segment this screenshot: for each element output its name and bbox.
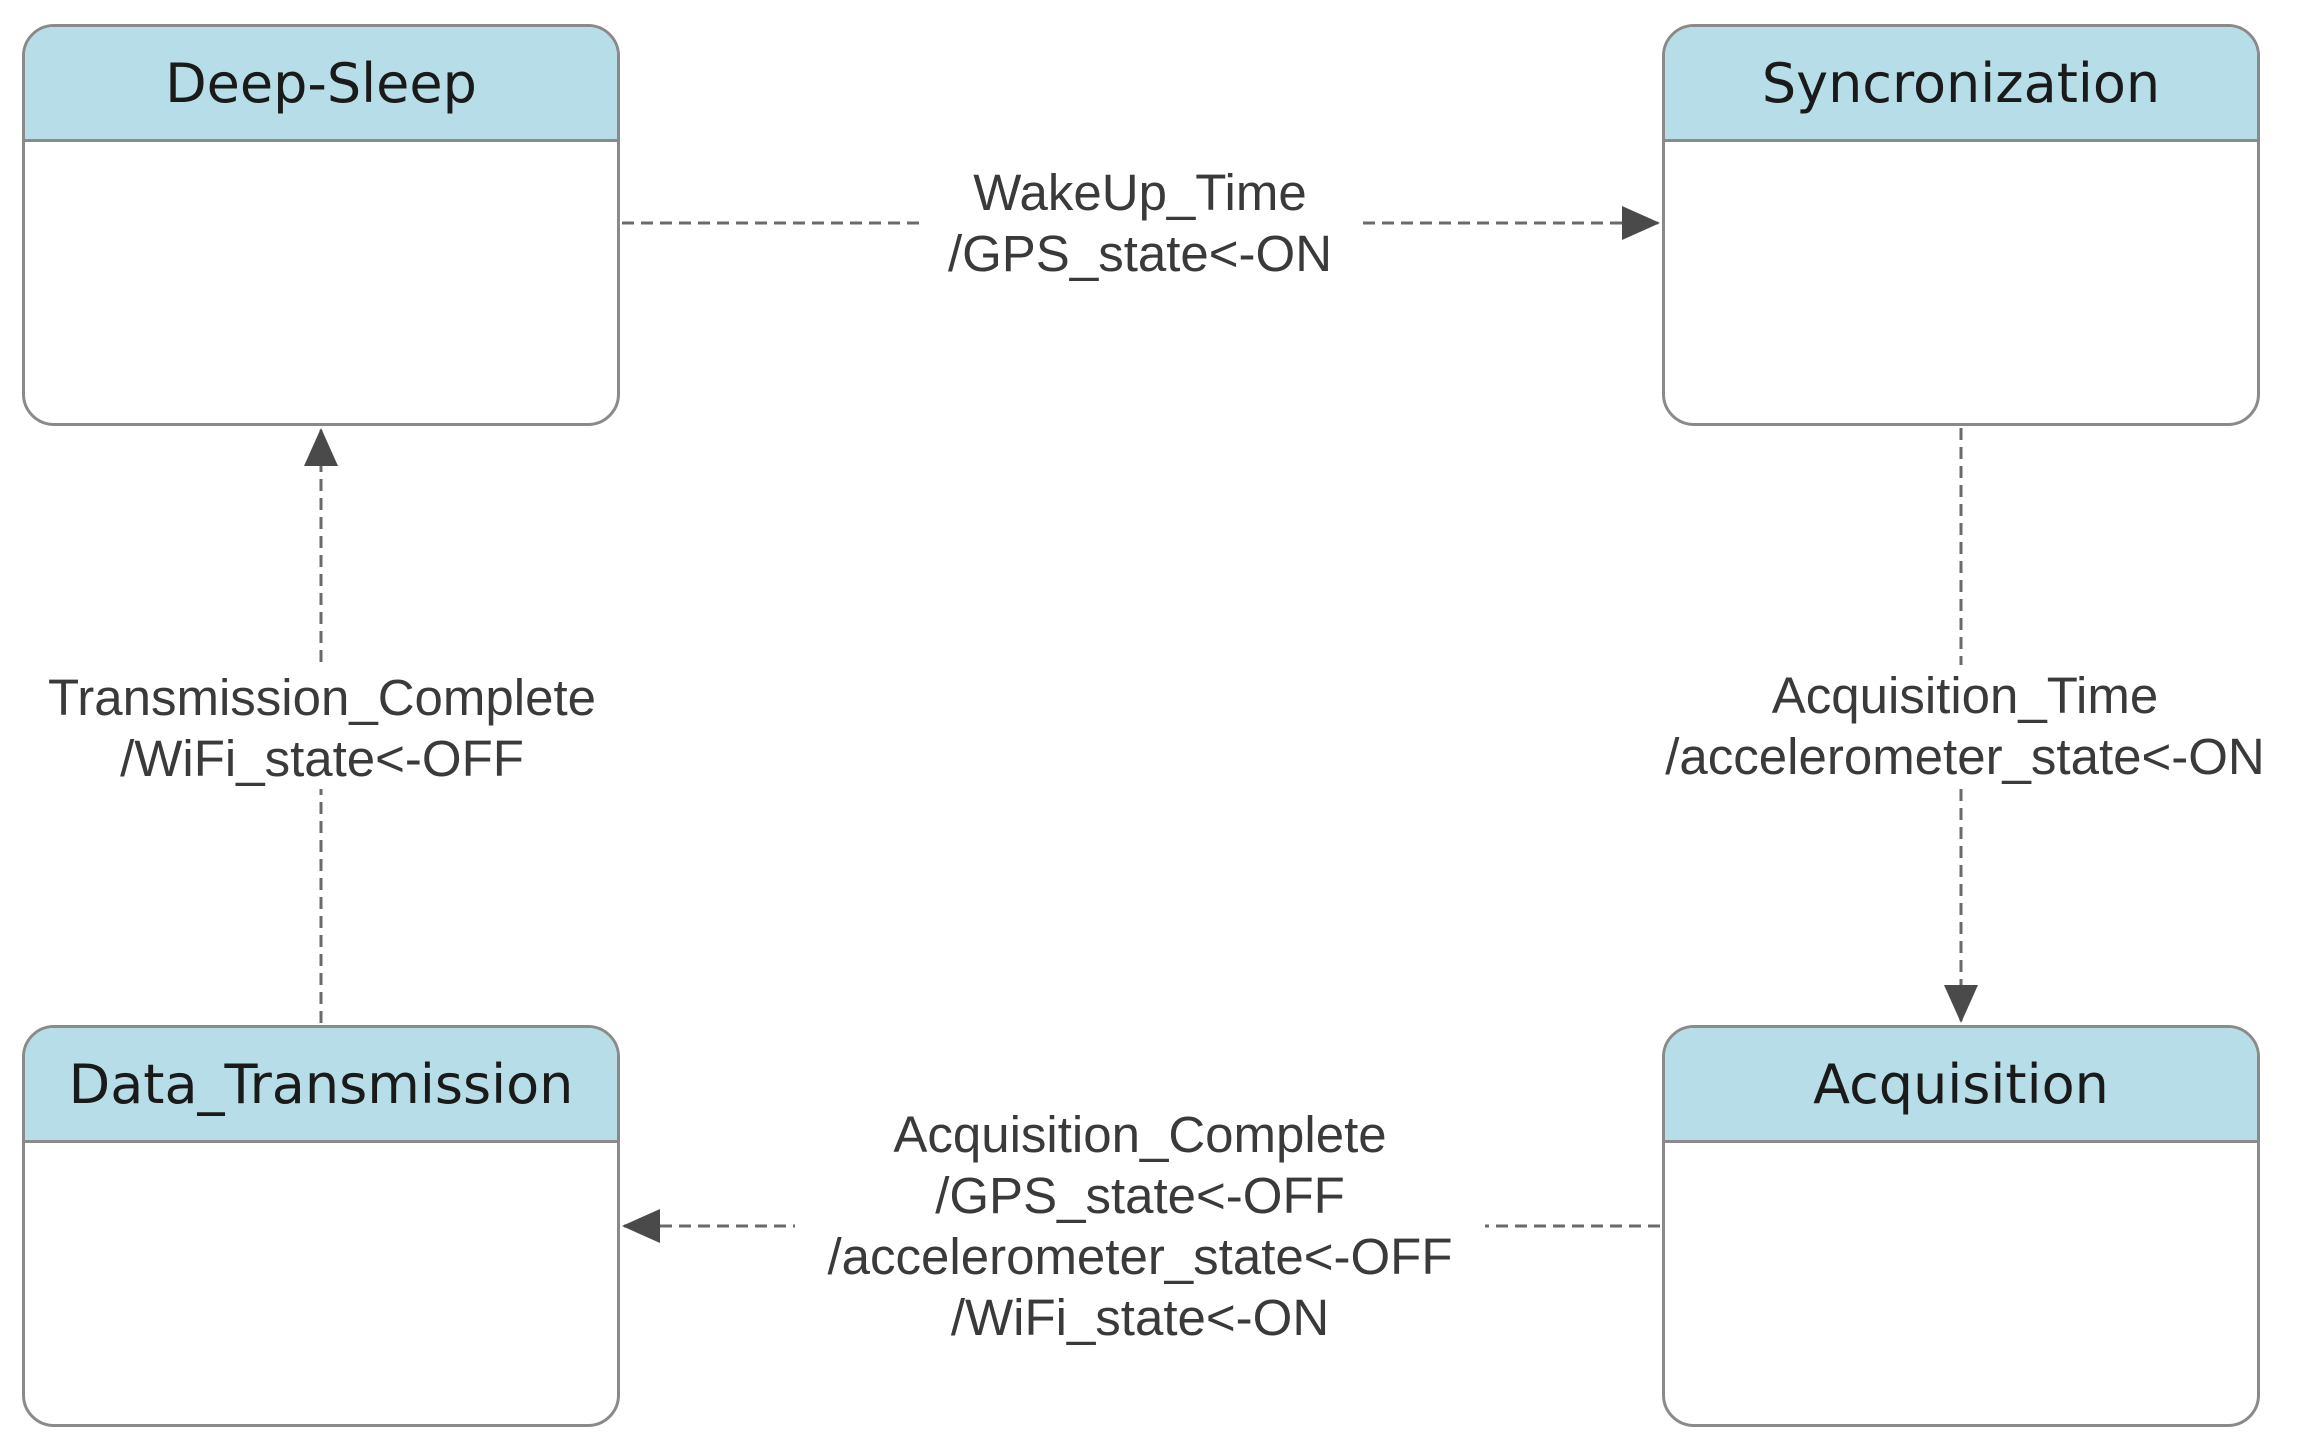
state-header-acquisition: Acquisition xyxy=(1665,1028,2257,1143)
state-acquisition[interactable]: Acquisition xyxy=(1662,1025,2260,1427)
state-header-syncronization: Syncronization xyxy=(1665,27,2257,142)
transition-action: /accelerometer_state<-OFF xyxy=(827,1228,1453,1285)
transition-label-wakeup: WakeUp_Time /GPS_state<-ON xyxy=(920,162,1360,284)
transition-label-transmission-complete: Transmission_Complete /WiFi_state<-OFF xyxy=(12,667,632,789)
transition-label-acquisition-complete: Acquisition_Complete /GPS_state<-OFF /ac… xyxy=(795,1104,1485,1348)
transition-label-acquisition-time: Acquisition_Time /accelerometer_state<-O… xyxy=(1630,665,2300,787)
state-deep-sleep[interactable]: Deep-Sleep xyxy=(22,24,620,426)
transition-action: /WiFi_state<-ON xyxy=(950,1289,1330,1346)
state-body-data-transmission xyxy=(25,1143,617,1424)
transition-action: /accelerometer_state<-ON xyxy=(1665,728,2265,785)
transition-event-transmission-complete: Transmission_Complete xyxy=(48,669,596,726)
transition-event-acquisition-time: Acquisition_Time xyxy=(1771,667,2159,724)
state-data-transmission[interactable]: Data_Transmission xyxy=(22,1025,620,1427)
state-header-data-transmission: Data_Transmission xyxy=(25,1028,617,1143)
state-body-syncronization xyxy=(1665,142,2257,423)
transition-action: /GPS_state<-ON xyxy=(947,225,1333,282)
state-syncronization[interactable]: Syncronization xyxy=(1662,24,2260,426)
state-body-deep-sleep xyxy=(25,142,617,423)
transition-event-wakeup: WakeUp_Time xyxy=(973,164,1307,221)
transition-event-acquisition-complete: Acquisition_Complete xyxy=(893,1106,1387,1163)
transition-action: /WiFi_state<-OFF xyxy=(120,730,524,787)
state-header-deep-sleep: Deep-Sleep xyxy=(25,27,617,142)
transition-action: /GPS_state<-OFF xyxy=(935,1167,1345,1224)
state-body-acquisition xyxy=(1665,1143,2257,1424)
